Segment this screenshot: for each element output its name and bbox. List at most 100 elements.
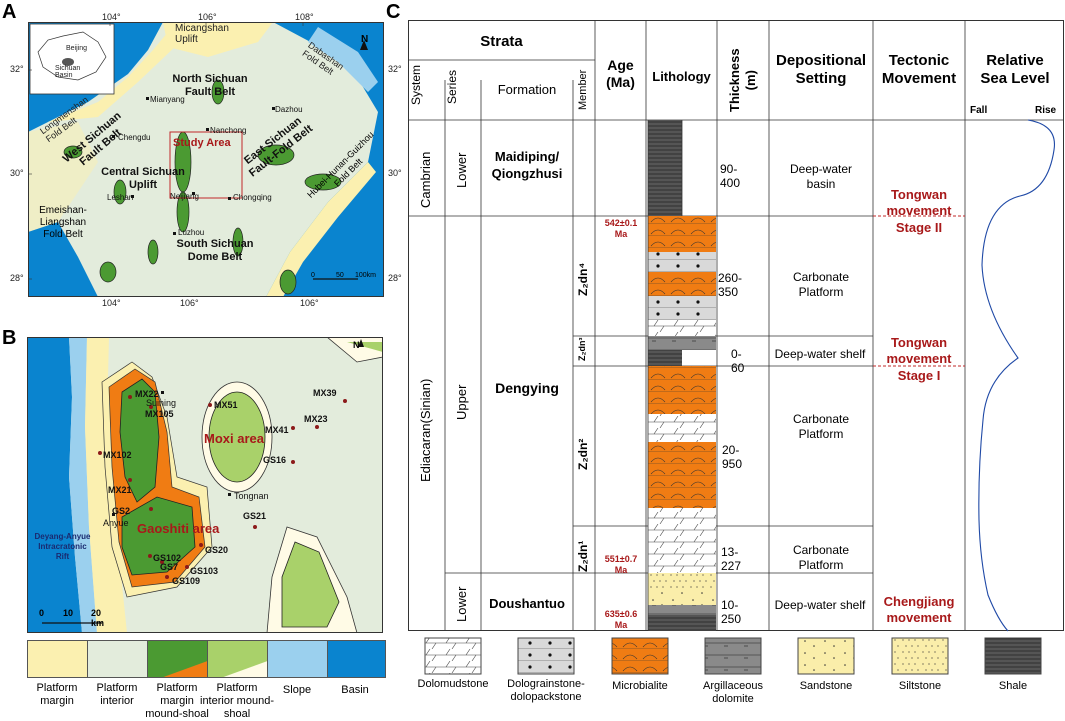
inset-beijing-label: Beijing [66,45,88,52]
scale-label: 0 [311,272,315,279]
formation-dengying: Dengying [495,380,559,396]
series-lower-cambrian: Lower [454,152,469,188]
header-lithology: Lithology [652,69,711,84]
lon-tick-label: 104° [102,12,121,22]
formation-maidiping: Maidiping/ Qiongzhusi [491,149,563,181]
town-label: Tongnan [234,491,269,501]
legend-microbialite: Microbialite [612,680,668,692]
scale-label: 10 [63,608,74,618]
rift-label: Deyang-Anyue Intracratonic Rift [34,532,91,561]
region-north-sichuan: North Sichuan Fault Belt [172,73,248,98]
map-b-study-area [27,337,383,633]
lon-tick-label: 104° [102,298,121,308]
lithology-legend [424,637,1042,675]
well-label: MX105 [145,409,174,419]
series-upper: Upper [454,384,469,420]
sea-level-rise: Rise [1035,105,1057,116]
scale-label: 20 km [91,608,105,628]
system-cambrian: Cambrian [418,151,433,208]
panel-label-b: B [2,327,17,349]
tectonic-stage-1: Stage I [897,368,941,383]
header-strata: Strata [480,33,523,50]
inset-basin-label: Sichuan Basin [55,65,81,79]
lat-tick-label: 28° [10,273,24,283]
city-label: Luzhou [178,228,205,237]
well-label: MX22 [135,389,159,399]
map-a-sichuan-basin [28,22,384,297]
panel-label-a: A [2,1,17,23]
thickness-value: 10-250 [721,598,742,626]
legend-swatch-slope [267,640,328,678]
member-dn2: Z₂dn² [576,438,590,470]
scale-label: 100km [355,272,377,279]
thickness-value: 0-60 [731,347,745,375]
header-depositional: Depositional Setting [775,52,866,87]
header-member: Member [577,69,589,110]
legend-sandstone: Sandstone [799,680,853,692]
legend-swatch-platform-interior [87,640,148,678]
well-label: MX23 [304,414,328,424]
region-emeishan: Emeishan- Liangshan Fold Belt [39,205,87,240]
header-sea-level: Relative Sea Level [980,52,1050,87]
legend-label-slope: Slope [282,684,312,696]
setting-shelf-1: Deep-water shelf [774,347,866,361]
lon-tick-label: 106° [198,12,217,22]
north-arrow-b-label: N [353,340,360,350]
member-dn3: Z₂dn³ [577,337,587,362]
legend-label-basin: Basin [341,684,369,696]
legend-swatch-interior-mound [207,640,268,678]
moxi-area-label: Moxi area [204,431,264,446]
lon-tick-label: 108° [295,12,314,22]
well-label: GS21 [243,511,267,521]
strat-column-grid [408,20,1064,632]
lat-tick-label: 32° [10,64,24,74]
legend-dolomudstone: Dolomudstone [417,678,489,690]
well-label: GS7 [160,562,179,572]
legend-swatch-margin-mound [147,640,208,678]
lat-tick-label: 30° [388,168,402,178]
city-label: Leshan [107,193,134,202]
tectonic-stage-2: Stage II [895,220,943,235]
well-label: MX39 [313,388,337,398]
legend-siltstone: Siltstone [898,680,942,692]
series-lower-ediacaran: Lower [454,586,469,622]
legend-dolograinstone: Dolograinstone-dolopackstone [507,678,585,703]
well-label: GS102 [153,553,182,563]
lon-tick-label: 106° [300,298,319,308]
header-tectonic: Tectonic Movement [881,52,957,87]
header-formation: Formation [497,82,557,97]
lat-tick-label: 32° [388,64,402,74]
town-label: Suining [146,398,177,408]
member-dn1: Z₂dn¹ [576,540,590,572]
well-label: MX41 [265,425,289,435]
city-label: Neijiang [170,192,199,201]
north-arrow-label: N [361,34,369,45]
city-label: Mianyang [150,95,185,104]
header-series: Series [445,69,459,104]
member-dn4: Z₂dn⁴ [576,262,590,296]
sea-level-fall: Fall [970,105,988,116]
formation-doushantuo: Doushantuo [489,596,565,611]
city-label: Dazhou [275,105,303,114]
lon-tick-label: 106° [180,298,199,308]
thickness-value: 90-400 [720,162,741,190]
lat-tick-label: 30° [10,168,24,178]
panel-label-c: C [386,1,401,23]
well-label: MX21 [108,485,132,495]
study-area-label: Study Area [173,137,231,149]
gaoshiti-area-label: Gaoshiti area [137,521,220,536]
legend-shale: Shale [998,680,1028,692]
well-label: MX102 [103,450,132,460]
city-label: Nanchong [210,126,247,135]
city-label: Chongqing [233,193,272,202]
setting-shelf-2: Deep-water shelf [774,598,866,612]
